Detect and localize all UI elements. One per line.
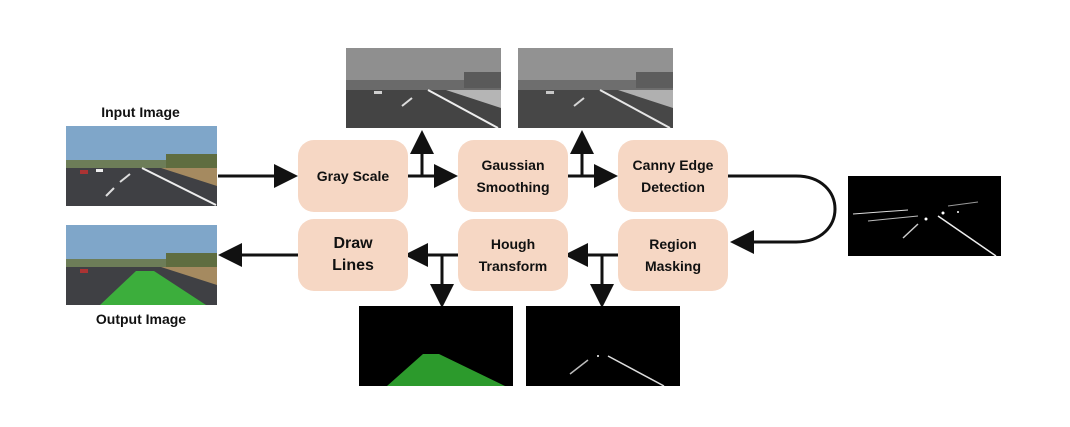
grayscale-image bbox=[346, 48, 501, 128]
draw-lines-label-line-1: Draw bbox=[333, 235, 373, 252]
region-masking-label-line-2: Masking bbox=[644, 258, 701, 274]
canny-edge-detection-step: Canny Edge Detection bbox=[618, 140, 728, 212]
gaussian-smoothing-label-line-2: Smoothing bbox=[476, 179, 550, 195]
canny-edge-label-line-2: Detection bbox=[641, 179, 705, 195]
masked-edges-image bbox=[526, 306, 680, 386]
lane-mask-image bbox=[359, 306, 513, 386]
draw-lines-step: Draw Lines bbox=[298, 219, 408, 291]
input-image-label: Input Image bbox=[101, 104, 180, 120]
region-masking-label-line-1: Region bbox=[649, 236, 697, 252]
hough-transform-label-line-1: Hough bbox=[490, 236, 536, 252]
gaussian-smoothing-step: Gaussian Smoothing bbox=[458, 140, 568, 212]
gray-scale-step: Gray Scale bbox=[298, 140, 408, 212]
gray-scale-label: Gray Scale bbox=[316, 168, 390, 184]
hough-transform-label-line-2: Transform bbox=[478, 258, 548, 274]
curved-arrow-icon bbox=[728, 174, 837, 254]
draw-lines-label-line-2: Lines bbox=[332, 257, 374, 274]
gaussian-smoothing-label-line-1: Gaussian bbox=[481, 157, 545, 173]
canny-edges-image bbox=[848, 176, 1001, 256]
output-road-image bbox=[66, 225, 217, 305]
output-image-label: Output Image bbox=[95, 311, 187, 327]
input-road-image bbox=[66, 126, 217, 206]
region-masking-step: Region Masking bbox=[618, 219, 728, 291]
hough-transform-step: Hough Transform bbox=[458, 219, 568, 291]
smoothed-image bbox=[518, 48, 673, 128]
canny-edge-label-line-1: Canny Edge bbox=[632, 157, 714, 173]
